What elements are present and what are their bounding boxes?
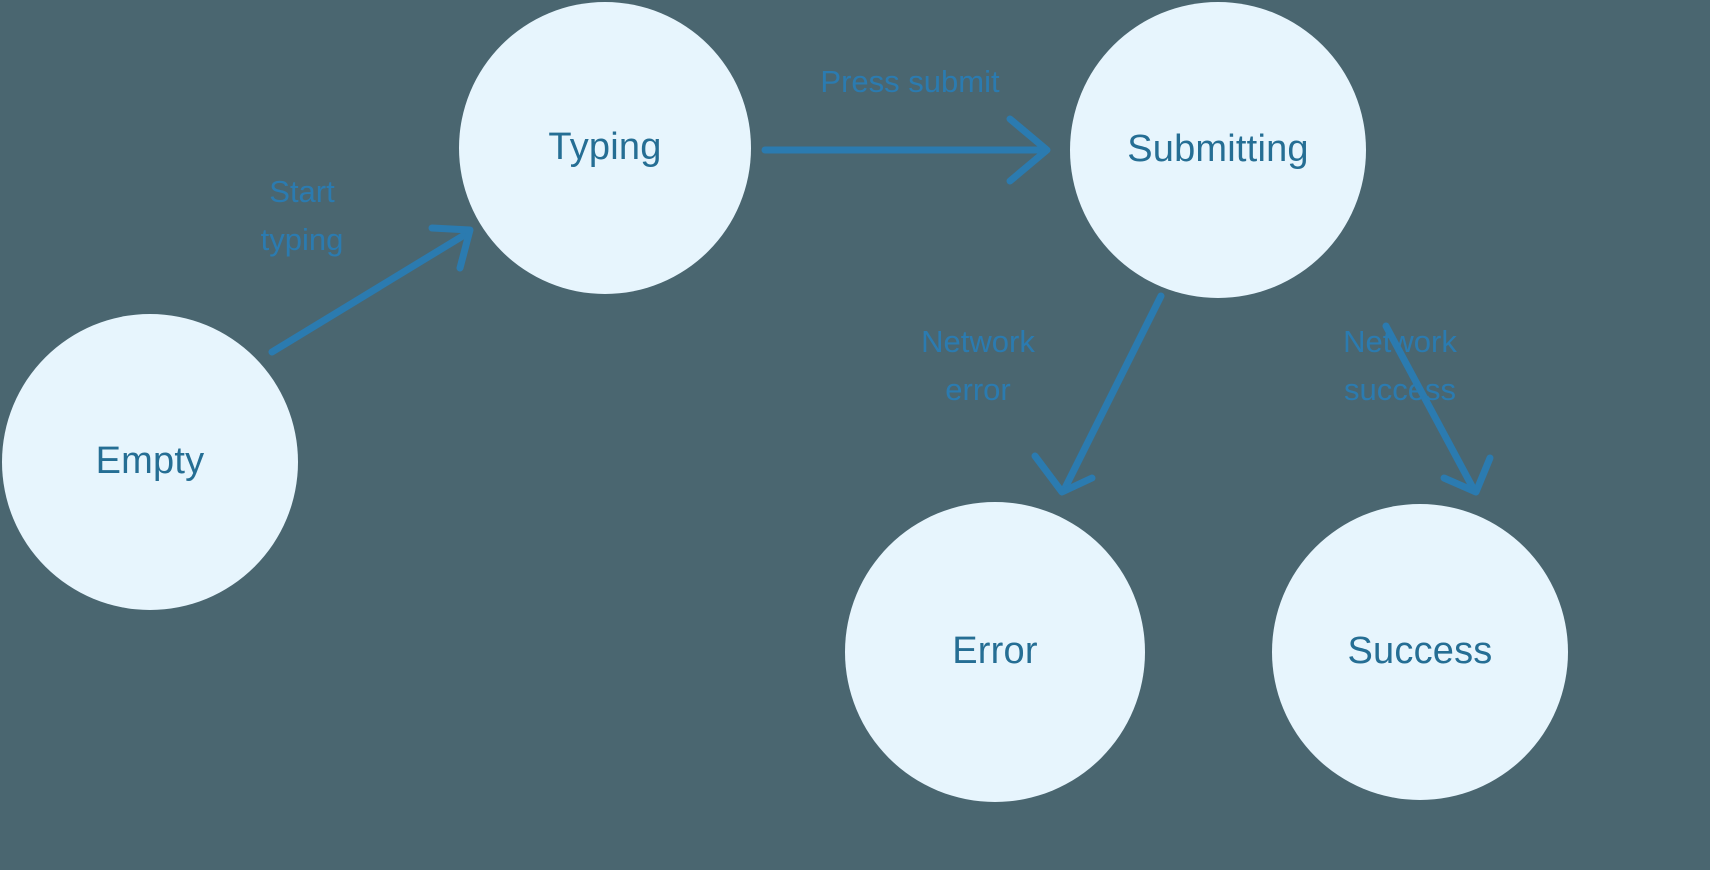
arrowhead-submitting-to-success	[1440, 454, 1494, 496]
node-submitting[interactable]: Submitting	[1070, 2, 1366, 298]
node-empty[interactable]: Empty	[2, 314, 298, 610]
edge-line-submitting-to-error	[1061, 292, 1165, 492]
node-error[interactable]: Error	[845, 502, 1145, 802]
arrowhead-typing-to-submitting	[1006, 115, 1051, 185]
node-label-error: Error	[952, 630, 1038, 673]
edge-empty-to-typing	[268, 224, 474, 356]
node-label-empty: Empty	[95, 440, 205, 483]
node-label-success: Success	[1347, 630, 1493, 673]
arrowhead-submitting-to-error	[1031, 452, 1096, 496]
node-label-submitting: Submitting	[1127, 128, 1309, 171]
edge-line-empty-to-typing	[268, 230, 470, 356]
node-success[interactable]: Success	[1272, 504, 1568, 800]
edge-submitting-to-error	[1031, 292, 1165, 496]
node-typing[interactable]: Typing	[459, 2, 751, 294]
edge-typing-to-submitting	[761, 115, 1051, 185]
edge-submitting-to-success	[1382, 322, 1494, 496]
edge-line-submitting-to-success	[1382, 322, 1477, 492]
arrowhead-empty-to-typing	[428, 224, 474, 272]
node-label-typing: Typing	[548, 126, 662, 169]
